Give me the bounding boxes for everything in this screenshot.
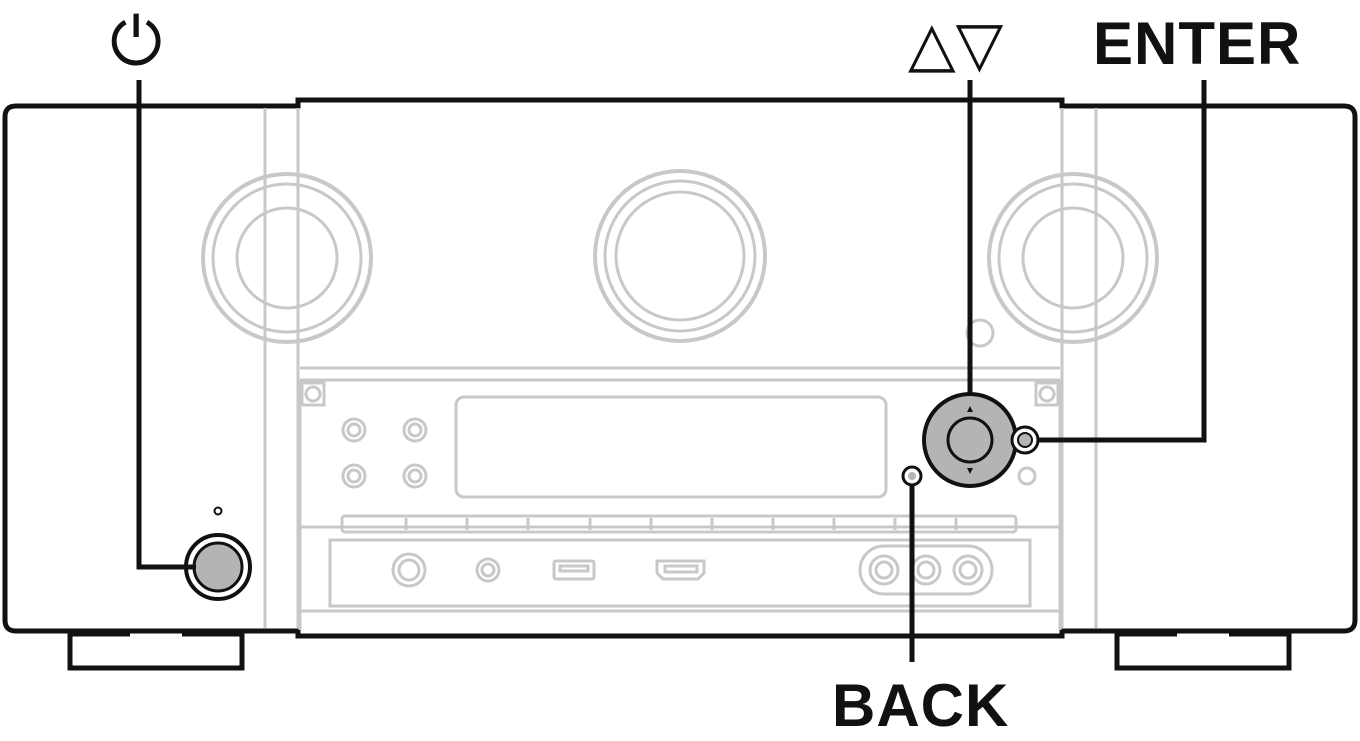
front-display — [454, 395, 888, 499]
side-panel-lines — [263, 108, 1098, 628]
enter-leader — [1038, 80, 1207, 443]
pad-up-arrow — [967, 406, 973, 412]
up-down-arrows-label: △▽ — [908, 10, 1004, 79]
cursor-pad — [922, 392, 1018, 488]
enter-label: ENTER — [1093, 10, 1302, 77]
left-knob — [201, 172, 373, 344]
pad-down-arrow — [967, 468, 973, 474]
small-button — [1017, 466, 1037, 486]
right-foot — [1114, 627, 1292, 671]
left-foot — [67, 627, 245, 671]
power-icon: ⏻ — [110, 4, 163, 78]
power-button — [184, 506, 252, 601]
center-knob — [593, 169, 767, 343]
back-button — [901, 465, 923, 487]
back-label: BACK — [832, 672, 1010, 739]
leader-lines — [136, 80, 1207, 662]
right-knob — [987, 172, 1159, 344]
power-leader — [136, 80, 196, 570]
enter-button — [1010, 425, 1040, 455]
source-buttons — [341, 417, 428, 489]
lower-input-panel — [298, 525, 1062, 613]
small-indicator — [965, 318, 995, 348]
panel-screws — [300, 381, 1060, 407]
